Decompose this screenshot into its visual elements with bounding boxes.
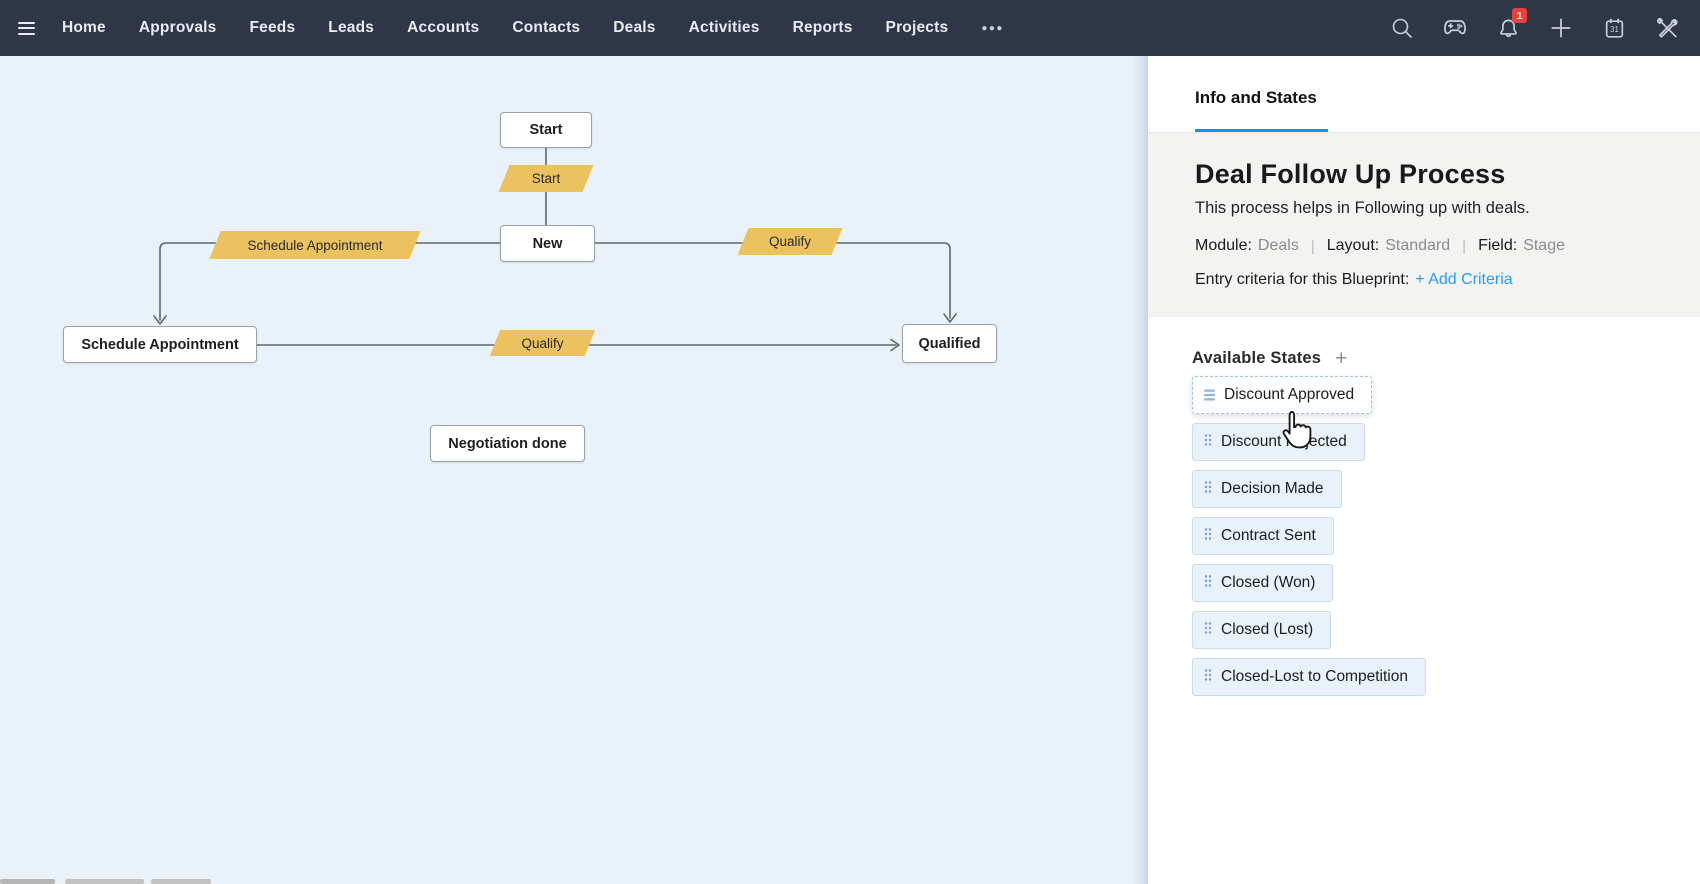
drag-handle-icon [1204,527,1212,546]
transition-schedule-appointment[interactable]: Schedule Appointment [215,231,415,259]
process-title: Deal Follow Up Process [1195,159,1506,189]
settings-tools-icon[interactable] [1654,15,1680,41]
entry-criteria-row: Entry criteria for this Blueprint: + Add … [1195,271,1660,289]
state-node-label: Schedule Appointment [81,336,239,353]
nav-item[interactable]: Leads [328,19,375,36]
transition-start[interactable]: Start [504,165,588,192]
blueprint-canvas[interactable]: Start Start New Schedule Appointment Qua… [0,56,1133,884]
state-chip[interactable]: Closed (Won) [1192,564,1334,602]
state-node-label: Negotiation done [448,435,567,452]
available-states-heading: Available States + [1192,348,1660,369]
meta-label: Layout: [1326,237,1380,254]
state-node-label: Start [529,122,563,138]
meta-value: Deals [1257,237,1299,254]
meta-label: Field: [1478,237,1518,254]
state-node-new[interactable]: New [500,225,595,262]
nav-item[interactable]: Reports [792,19,853,36]
available-states-title: Available States [1192,349,1322,367]
meta-label: Module: [1195,237,1252,254]
calendar-icon[interactable]: 31 [1601,15,1627,41]
state-chip[interactable]: Discount Approved [1192,376,1373,414]
search-icon[interactable] [1389,15,1415,41]
active-tab-underline [1195,129,1328,132]
nav-item[interactable]: Contacts [512,19,581,36]
add-state-plus-icon[interactable]: + [1335,347,1348,370]
meta-value: Standard [1385,237,1451,254]
tab-info-and-states[interactable]: Info and States [1195,88,1328,132]
tab-label: Info and States [1195,88,1317,107]
state-node-schedule-appointment[interactable]: Schedule Appointment [63,326,257,363]
main-content: Start Start New Schedule Appointment Qua… [0,56,1700,884]
state-chip-label: Closed-Lost to Competition [1221,668,1408,685]
transition-label: Schedule Appointment [247,237,383,253]
drag-handle-icon [1204,668,1212,687]
state-node-label: New [532,235,563,252]
nav-icon-group: 1 31 [1389,8,1680,41]
available-states-section: Available States + Discount Approved [1148,317,1700,716]
top-navigation-bar: Home Approvals Feeds Leads Accounts Contacts D… [0,0,1700,56]
state-chip-label: Decision Made [1221,480,1324,497]
add-plus-icon[interactable] [1548,15,1574,41]
hamburger-menu-icon[interactable] [18,21,35,35]
state-node-negotiation-done[interactable]: Negotiation done [430,425,585,462]
drag-handle-icon [1204,574,1212,593]
transition-label: Qualify [521,335,564,351]
drag-handle-icon [1204,621,1212,640]
canvas-horizontal-scrollbar[interactable] [151,879,211,884]
state-node-qualified[interactable]: Qualified [902,324,997,363]
nav-more-ellipsis-icon[interactable]: ●●● [981,22,1004,34]
transition-qualify-mid[interactable]: Qualify [495,330,590,356]
drag-handle-icon [1204,480,1212,499]
process-info-section: Deal Follow Up Process This process help… [1148,133,1700,317]
state-chip-label: Closed (Won) [1221,574,1316,591]
canvas-horizontal-scrollbar[interactable] [65,879,144,884]
notification-count-badge: 1 [1512,8,1527,23]
nav-item[interactable]: Deals [613,19,656,36]
meta-value: Stage [1523,237,1565,254]
drag-handle-icon [1204,433,1212,452]
state-chip-label: Closed (Lost) [1221,621,1314,638]
transition-label: Qualify [768,234,812,249]
state-chip-label: Discount Approved [1224,386,1355,403]
nav-item[interactable]: Accounts [407,19,480,36]
gamification-controller-icon[interactable] [1442,15,1468,41]
state-chip[interactable]: Decision Made [1192,470,1342,508]
meta-separator: | [1462,237,1467,255]
state-chip-label: Contract Sent [1221,527,1316,544]
meta-item: Layout: Standard | [1327,237,1478,255]
nav-item[interactable]: Feeds [249,19,296,36]
transition-qualify-top[interactable]: Qualify [743,228,837,255]
notifications-bell-icon[interactable]: 1 [1495,8,1527,41]
entry-criteria-label: Entry criteria for this Blueprint: [1195,271,1410,288]
state-chip[interactable]: Closed-Lost to Competition [1192,658,1426,696]
nav-item[interactable]: Activities [688,19,760,36]
state-node-label: Qualified [918,335,981,352]
nav-item[interactable]: Projects [885,19,949,36]
nav-item[interactable]: Approvals [138,19,217,36]
primary-nav: Home Approvals Feeds Leads Accounts Contacts D… [62,19,948,37]
nav-item[interactable]: Home [62,19,106,36]
flow-connectors [153,147,957,352]
process-description: This process helps in Following up with … [1195,199,1530,217]
canvas-horizontal-scrollbar[interactable] [0,879,55,884]
process-meta-row: Module: Deals | Layout: Standard | Field… [1195,237,1660,255]
meta-item: Module: Deals | [1195,237,1327,255]
add-criteria-link[interactable]: + Add Criteria [1415,271,1513,288]
state-chip-list: Discount Approved Discount Rejected [1192,376,1660,696]
state-chip[interactable]: Contract Sent [1192,517,1334,555]
state-chip[interactable]: Discount Rejected [1192,423,1365,461]
transition-label: Start [531,171,561,186]
drag-handle-icon [1204,389,1215,401]
state-chip-label: Discount Rejected [1221,433,1347,450]
panel-header: Info and States [1148,56,1700,133]
canvas-panel-divider [1133,56,1148,884]
meta-separator: | [1310,237,1315,255]
meta-item: Field: Stage | [1478,237,1565,255]
state-chip[interactable]: Closed (Lost) [1192,611,1332,649]
calendar-day-label: 31 [1610,25,1619,34]
info-states-panel: Info and States Deal Follow Up Process T… [1148,56,1700,884]
state-node-start[interactable]: Start [500,112,592,148]
